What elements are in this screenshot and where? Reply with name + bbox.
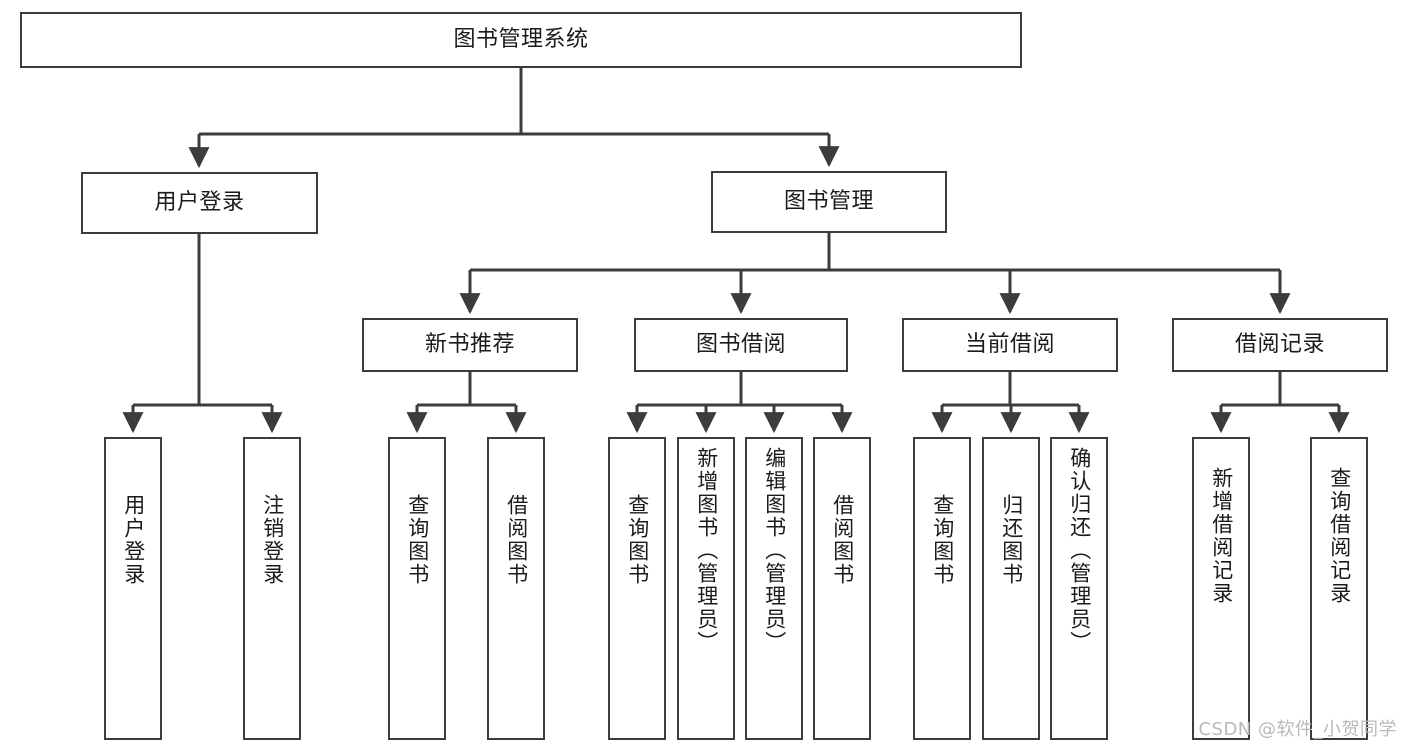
leaf-borrow-book-borrow[interactable]: 借阅图书 bbox=[813, 437, 871, 740]
leaf-borrow-book-newbook-label: 借阅图书 bbox=[504, 494, 529, 586]
leaf-query-book-borrow[interactable]: 查询图书 bbox=[608, 437, 666, 740]
node-root[interactable]: 图书管理系统 bbox=[20, 12, 1022, 68]
leaf-user-login[interactable]: 用户登录 bbox=[104, 437, 162, 740]
node-new-book-recommend-label: 新书推荐 bbox=[424, 332, 515, 357]
node-user-login[interactable]: 用户登录 bbox=[81, 172, 318, 234]
leaf-borrow-book-newbook[interactable]: 借阅图书 bbox=[487, 437, 545, 740]
leaf-query-book-newbook[interactable]: 查询图书 bbox=[388, 437, 446, 740]
leaf-logout[interactable]: 注销登录 bbox=[243, 437, 301, 740]
leaf-confirm-return-admin-label: 确认归还（管理员） bbox=[1067, 447, 1092, 654]
node-current-borrow-label: 当前借阅 bbox=[964, 332, 1055, 357]
leaf-query-book-borrow-label: 查询图书 bbox=[625, 494, 650, 586]
leaf-query-book-newbook-label: 查询图书 bbox=[405, 494, 430, 586]
node-book-borrow[interactable]: 图书借阅 bbox=[634, 318, 848, 372]
node-book-borrow-label: 图书借阅 bbox=[695, 332, 786, 357]
leaf-logout-label: 注销登录 bbox=[260, 494, 285, 586]
node-root-label: 图书管理系统 bbox=[453, 27, 589, 52]
leaf-add-book-admin[interactable]: 新增图书（管理员） bbox=[677, 437, 735, 740]
leaf-query-book-current-label: 查询图书 bbox=[930, 494, 955, 586]
leaf-confirm-return-admin[interactable]: 确认归还（管理员） bbox=[1050, 437, 1108, 740]
leaf-return-book[interactable]: 归还图书 bbox=[982, 437, 1040, 740]
node-user-login-label: 用户登录 bbox=[154, 190, 245, 215]
leaf-query-book-current[interactable]: 查询图书 bbox=[913, 437, 971, 740]
node-borrow-record-label: 借阅记录 bbox=[1234, 332, 1325, 357]
leaf-query-borrow-record[interactable]: 查询借阅记录 bbox=[1310, 437, 1368, 740]
leaf-add-borrow-record-label: 新增借阅记录 bbox=[1209, 467, 1234, 605]
leaf-return-book-label: 归还图书 bbox=[999, 494, 1024, 586]
leaf-edit-book-admin-label: 编辑图书（管理员） bbox=[762, 447, 787, 654]
leaf-add-borrow-record[interactable]: 新增借阅记录 bbox=[1192, 437, 1250, 740]
node-book-management[interactable]: 图书管理 bbox=[711, 171, 947, 233]
node-new-book-recommend[interactable]: 新书推荐 bbox=[362, 318, 578, 372]
leaf-add-book-admin-label: 新增图书（管理员） bbox=[694, 447, 719, 654]
leaf-query-borrow-record-label: 查询借阅记录 bbox=[1327, 467, 1352, 605]
leaf-edit-book-admin[interactable]: 编辑图书（管理员） bbox=[745, 437, 803, 740]
leaf-user-login-label: 用户登录 bbox=[121, 494, 146, 586]
node-book-management-label: 图书管理 bbox=[783, 189, 874, 214]
leaf-borrow-book-borrow-label: 借阅图书 bbox=[830, 494, 855, 586]
watermark: CSDN @软件_小贺同学 bbox=[1198, 719, 1397, 740]
node-current-borrow[interactable]: 当前借阅 bbox=[902, 318, 1118, 372]
node-borrow-record[interactable]: 借阅记录 bbox=[1172, 318, 1388, 372]
